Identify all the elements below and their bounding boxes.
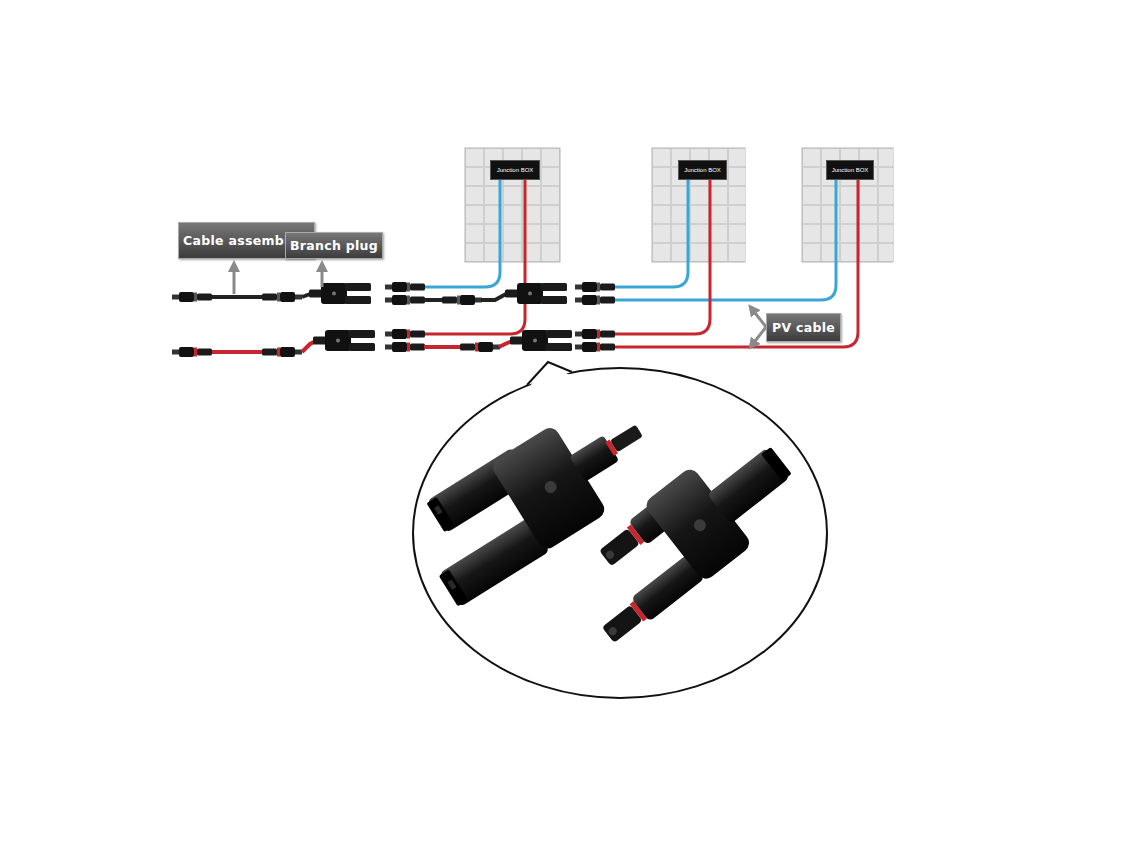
leader-arrow: [233, 266, 236, 294]
solar-panel: [465, 148, 560, 262]
mc4-connector: [575, 282, 615, 292]
blue-wire: [615, 180, 688, 287]
mc4-connector: [385, 295, 425, 305]
body-hole: [691, 517, 708, 534]
black-cable: [481, 294, 506, 300]
panel-grid: [802, 148, 893, 262]
junction-box: Junction BOX: [678, 160, 727, 180]
red-wire: [615, 180, 710, 334]
top-row-connectors: [172, 282, 615, 305]
mc4-connector: [575, 295, 615, 305]
red-cable: [210, 350, 264, 354]
red-wire: [615, 180, 858, 347]
blue-wire: [425, 180, 500, 287]
red-cable: [424, 345, 460, 349]
black-cable: [424, 298, 442, 302]
junction-box: Junction BOX: [490, 160, 540, 180]
mc4-connector: [442, 295, 482, 305]
leader-arrow: [752, 327, 766, 345]
callout-ellipse: [413, 368, 827, 698]
panel-frame: [465, 148, 560, 262]
pv-wires: [425, 180, 858, 347]
blue-wire: [615, 180, 836, 300]
callout-tail-fill: [529, 366, 570, 387]
branch-plug: [510, 330, 572, 351]
mc4-connector: [460, 342, 500, 352]
branch-plug: [313, 330, 375, 351]
node-text: Junction BOX: [497, 167, 534, 174]
male-branch-connector: [558, 420, 812, 649]
branch-plug: [309, 283, 371, 304]
female-branch-connector: [402, 386, 669, 608]
mc4-connector: [262, 347, 302, 357]
branch-plug: [505, 283, 567, 304]
label-box: PV cable: [766, 313, 841, 342]
leader-arrows: [234, 266, 766, 345]
socket-hole: [434, 505, 442, 514]
solar-panel: [652, 148, 745, 262]
mc4-connector: [262, 292, 302, 302]
panel-grid: [652, 148, 745, 262]
mc4-connector: [575, 342, 615, 352]
socket-hole: [447, 580, 456, 590]
label-box: Branch plug: [285, 232, 383, 259]
node-text: Junction BOX: [832, 167, 869, 174]
leader-arrow: [752, 309, 766, 327]
mc4-connector: [385, 329, 425, 339]
connector-face: [439, 569, 468, 606]
pin-hole: [604, 549, 615, 560]
mc4-connector: [575, 329, 615, 339]
mc4-connector: [385, 342, 425, 352]
callout-bubble: [413, 362, 827, 698]
red-wire: [425, 180, 525, 334]
pin-hole: [607, 626, 618, 637]
output-pin: [610, 425, 643, 453]
node-text: PV cable: [772, 321, 835, 335]
mc4-connector: [172, 347, 212, 357]
panel-frame: [652, 148, 745, 262]
node-text: Branch plug: [290, 239, 378, 253]
black-cable: [210, 295, 264, 299]
panel-frame: [802, 148, 893, 262]
node-text: Junction BOX: [684, 167, 721, 174]
mc4-connector: [385, 282, 425, 292]
solar-panel: [802, 148, 893, 262]
leader-arrow: [321, 266, 324, 287]
mc4-connector: [172, 292, 212, 302]
junction-box: Junction BOX: [826, 160, 874, 180]
bottom-row-connectors: [172, 329, 615, 357]
connector-face: [761, 447, 791, 481]
black-cable: [302, 294, 310, 297]
connector-face: [426, 497, 454, 532]
body-hole: [542, 479, 559, 496]
panel-grid: [465, 148, 560, 262]
